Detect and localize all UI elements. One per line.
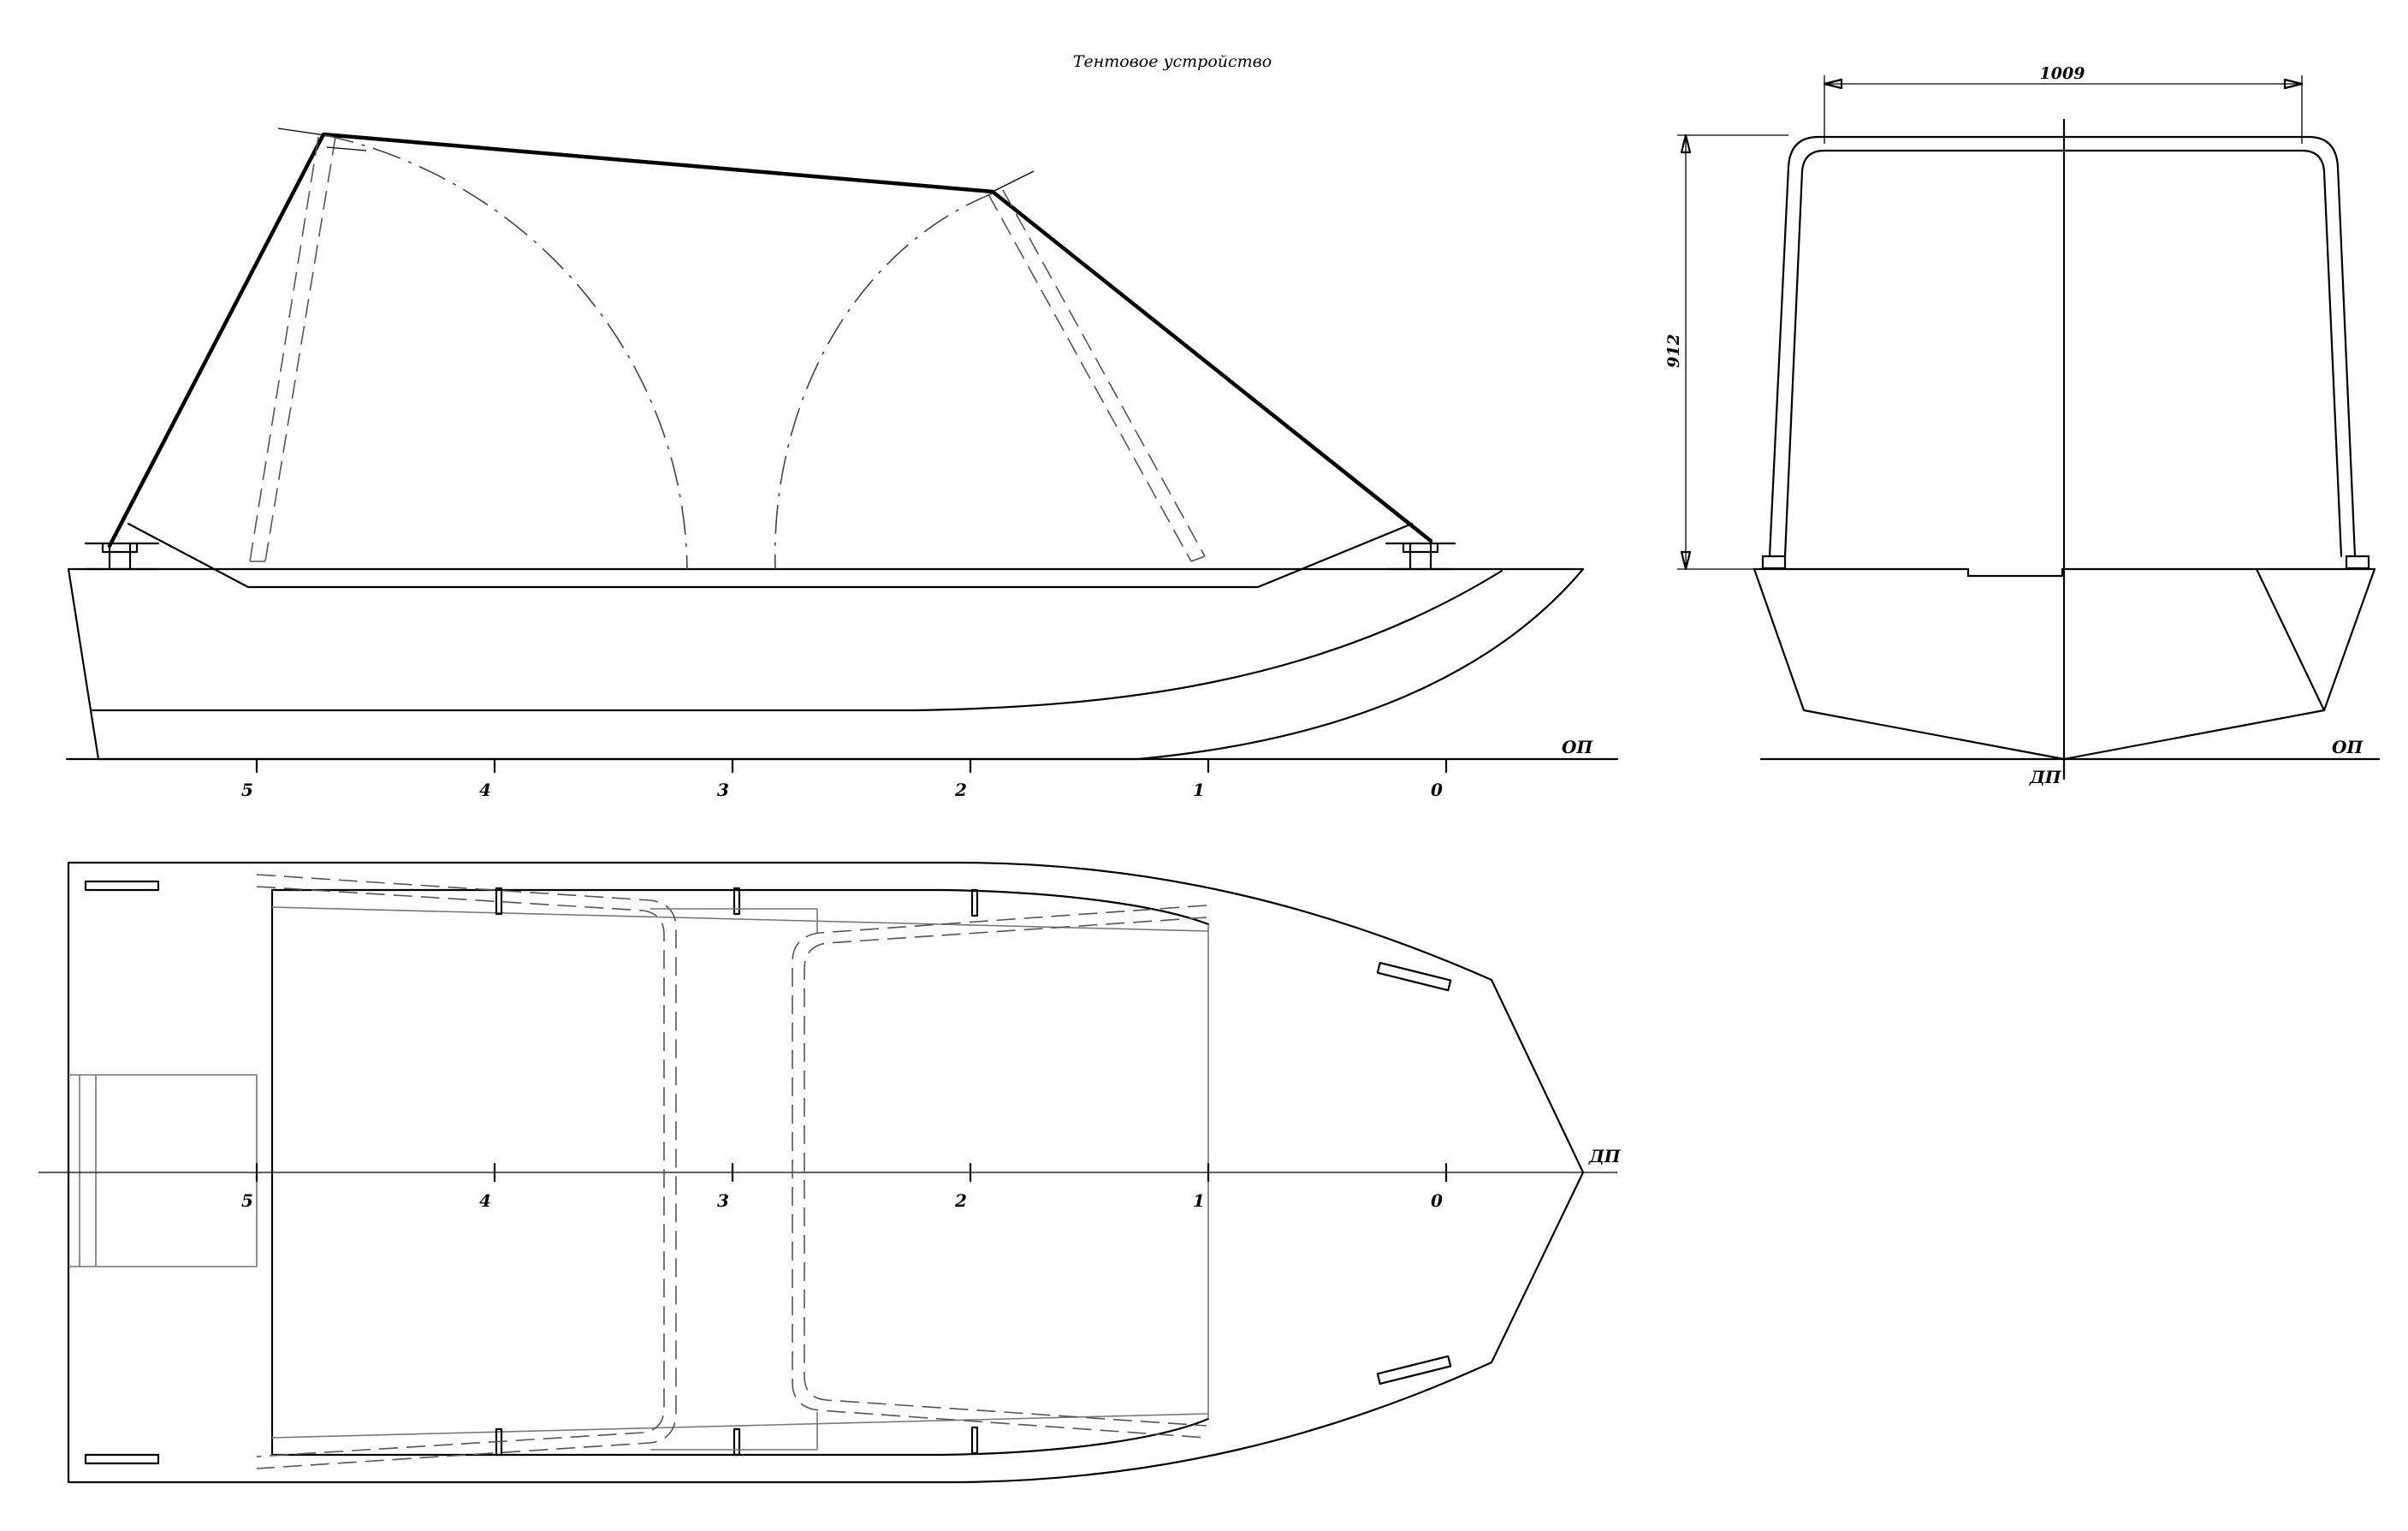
plan-slot-front-right [1376, 1355, 1452, 1386]
plan-slot-rear-left [84, 880, 160, 892]
plan-station-ticks [255, 1162, 1448, 1183]
plan-view: ДП 5 4 3 [39, 861, 1622, 1484]
plan-station-1: 1 [1193, 1190, 1205, 1211]
side-awning-outline [107, 132, 1433, 549]
plan-station-5: 5 [241, 1190, 253, 1211]
side-station-4: 4 [479, 780, 491, 800]
plan-dp-label: ДП [1588, 1146, 1622, 1166]
side-station-5: 5 [241, 780, 253, 800]
plan-rear-frame-folded [256, 874, 677, 1469]
dim-height-value: 912 [1664, 334, 1683, 368]
plan-hull-outline [67, 861, 1585, 1484]
side-front-swing-arc [774, 193, 993, 570]
drawing-title: Тентовое устройство [1073, 52, 1272, 71]
side-station-ticks [255, 757, 1448, 774]
front-awning-hoop [1768, 135, 2357, 558]
plan-station-2: 2 [954, 1190, 967, 1211]
plan-station-0: 0 [1431, 1190, 1443, 1211]
side-coaming [127, 522, 1414, 589]
plan-transom [68, 1074, 258, 1267]
side-view: ОП 5 4 3 2 1 0 [65, 128, 1619, 800]
plan-station-3: 3 [717, 1190, 729, 1211]
dim-width-value: 1009 [2040, 64, 2085, 83]
front-inner-chine [2255, 567, 2326, 712]
front-deck-line [1753, 567, 2376, 578]
side-station-2: 2 [954, 780, 967, 800]
side-station-1: 1 [1193, 780, 1205, 800]
plan-slot-rear-right [84, 1453, 160, 1465]
front-view: ОП ДП 1009 912 [1664, 64, 2381, 787]
side-front-frame-folded [988, 189, 1206, 562]
plan-front-frame-folded [792, 905, 1207, 1439]
side-rear-frame-folded [249, 136, 336, 562]
side-chine-line [91, 569, 1504, 712]
side-rear-swing-arc [324, 134, 688, 570]
side-op-label: ОП [1562, 737, 1593, 757]
plan-slot-front-left [1376, 961, 1452, 992]
side-station-3: 3 [717, 780, 729, 800]
front-op-label: ОП [2332, 737, 2364, 757]
side-hull [67, 567, 1585, 761]
side-rear-bracket [84, 542, 160, 571]
plan-mount-tabs [495, 887, 979, 1457]
side-front-bracket [1385, 542, 1456, 571]
plan-station-4: 4 [479, 1190, 491, 1211]
front-awning-hoop-inner [1783, 149, 2343, 558]
side-station-0: 0 [1431, 780, 1443, 800]
front-dp-label: ДП [2029, 767, 2062, 787]
